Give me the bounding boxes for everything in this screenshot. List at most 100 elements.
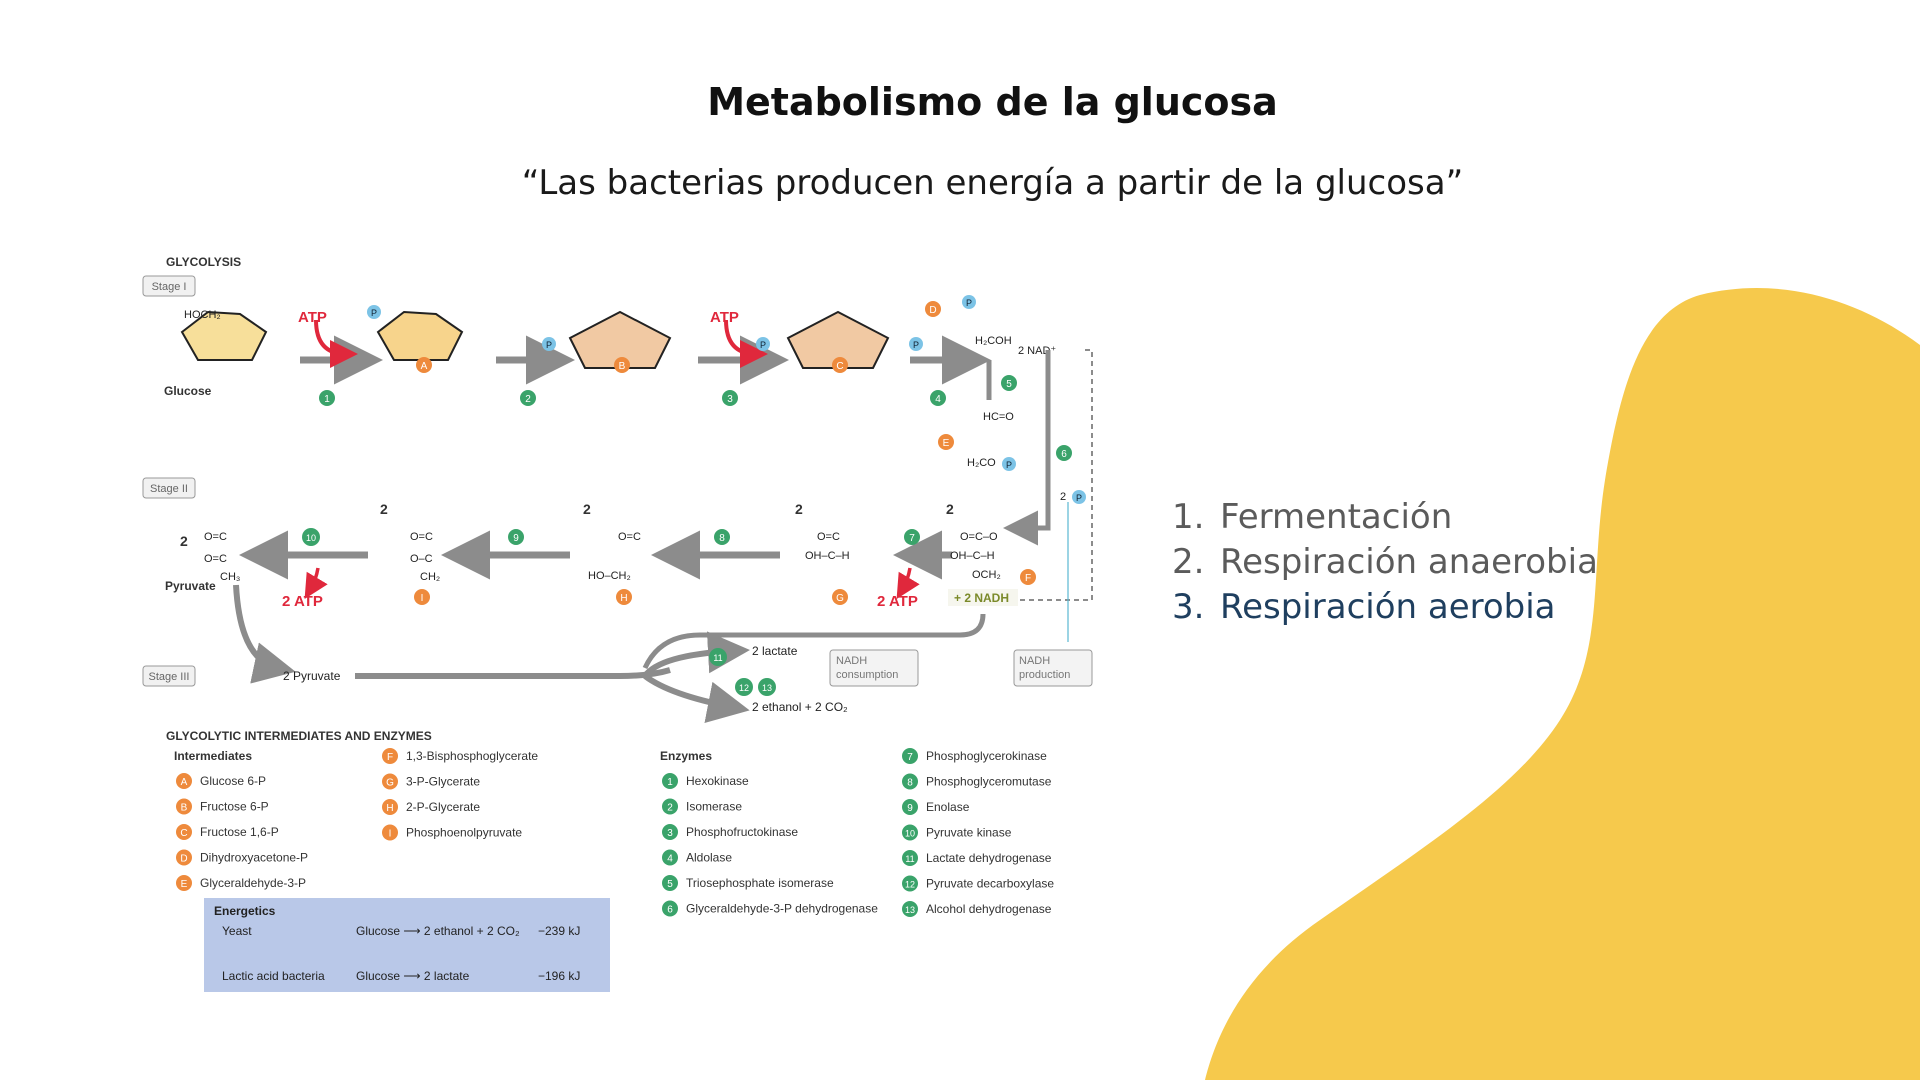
step-badge-13: 13 [758, 678, 776, 696]
arrow-to-ethanol [643, 673, 750, 724]
energetics-reaction-1: Glucose ⟶ 2 ethanol + 2 CO₂ [356, 924, 520, 938]
svg-text:Alcohol dehydrogenase: Alcohol dehydrogenase [926, 902, 1052, 916]
svg-text:Glyceraldehyde-3-P dehydrogena: Glyceraldehyde-3-P dehydrogenase [686, 902, 878, 916]
intermediates-title: Intermediates [174, 749, 252, 763]
svg-text:O=C: O=C [204, 553, 227, 565]
intermediate-badge-a: A [416, 357, 432, 373]
svg-text:H: H [386, 803, 393, 814]
svg-text:C: C [180, 828, 187, 839]
svg-text:Triosephosphate isomerase: Triosephosphate isomerase [686, 876, 834, 890]
svg-text:Pyruvate kinase: Pyruvate kinase [926, 826, 1012, 840]
svg-text:G: G [386, 778, 394, 789]
svg-text:Aldolase: Aldolase [686, 851, 732, 865]
svg-text:8: 8 [907, 778, 913, 789]
intermediate-badge-e: E [938, 434, 954, 450]
energetics-title: Energetics [214, 904, 276, 918]
svg-text:H: H [620, 593, 627, 604]
phosphate-badges: P P P P P P P [367, 295, 1086, 504]
enzyme-10: 10 Pyruvate kinase [902, 824, 1012, 841]
svg-text:10: 10 [905, 829, 915, 839]
list-item-respiracion-aerobia: 3.Respiración aerobia [1172, 587, 1556, 627]
svg-text:8: 8 [719, 533, 725, 544]
svg-text:2: 2 [380, 501, 388, 517]
energetics-organism-2: Lactic acid bacteria [222, 969, 325, 983]
svg-text:P: P [546, 340, 552, 350]
intermediate-badge-g: G [832, 589, 848, 605]
svg-text:B: B [181, 803, 188, 814]
atp-label-1: ATP [298, 309, 327, 326]
svg-text:P: P [760, 340, 766, 350]
svg-text:F: F [1025, 573, 1031, 584]
svg-text:Dihydroxyacetone-P: Dihydroxyacetone-P [200, 851, 308, 865]
energetics-reaction-2: Glucose ⟶ 2 lactate [356, 969, 470, 983]
stage-2-label: Stage II [142, 477, 196, 499]
svg-text:1: 1 [667, 777, 673, 788]
step-badge-4: 4 [930, 390, 946, 406]
svg-text:A: A [181, 777, 188, 788]
svg-text:H₂CO: H₂CO [967, 457, 996, 469]
svg-text:13: 13 [762, 683, 772, 693]
intermediate-badge-b: B [614, 357, 630, 373]
step-badge-5: 5 [1001, 375, 1017, 391]
svg-text:6: 6 [1061, 449, 1067, 460]
svg-text:Phosphofructokinase: Phosphofructokinase [686, 825, 798, 839]
glucose-ring: HOCH₂ Glucose [164, 309, 268, 398]
energetics-box: Energetics Yeast Glucose ⟶ 2 ethanol + 2… [204, 898, 610, 992]
enzymes-title: Enzymes [660, 749, 712, 763]
svg-text:OH–C–H: OH–C–H [805, 550, 850, 562]
svg-text:H₂COH: H₂COH [975, 335, 1012, 347]
slide-subtitle: “Las bacterias producen energía a partir… [521, 163, 1464, 203]
intermediate-badge-c: C [832, 357, 848, 373]
energetics-energy-2: −196 kJ [538, 969, 580, 983]
step-badge-11: 11 [709, 648, 727, 666]
svg-text:12: 12 [905, 880, 915, 890]
enzyme-6: 6 Glyceraldehyde-3-P dehydrogenase [662, 900, 878, 917]
svg-text:7: 7 [909, 533, 915, 544]
svg-text:OCH₂: OCH₂ [972, 569, 1001, 581]
svg-text:Phosphoglycerokinase: Phosphoglycerokinase [926, 749, 1047, 763]
svg-text:O=C: O=C [618, 531, 641, 543]
svg-text:2: 2 [795, 501, 803, 517]
stage-3-label: Stage III [142, 665, 196, 687]
svg-text:I: I [421, 593, 424, 604]
svg-text:Phosphoenolpyruvate: Phosphoenolpyruvate [406, 826, 522, 840]
svg-text:G: G [836, 593, 844, 604]
step-badge-1: 1 [319, 390, 335, 406]
svg-text:Pyruvate decarboxylase: Pyruvate decarboxylase [926, 877, 1054, 891]
svg-text:Phosphoglyceromutase: Phosphoglyceromutase [926, 775, 1052, 789]
svg-text:P: P [913, 340, 919, 350]
svg-text:12: 12 [739, 683, 749, 693]
arrow-step-6 [1003, 350, 1051, 546]
glycolysis-heading: GLYCOLYSIS [166, 255, 241, 269]
svg-text:6: 6 [667, 905, 673, 916]
atp-input-arrow-1 [314, 319, 358, 368]
svg-text:NADH: NADH [1019, 655, 1050, 667]
nad-label: 2 NAD⁺ [1018, 345, 1056, 357]
atp-output-arrow-2 [304, 567, 328, 600]
nadh-label: + 2 NADH [954, 591, 1009, 605]
svg-text:HC=O: HC=O [983, 411, 1014, 423]
svg-text:3: 3 [667, 828, 673, 839]
svg-text:CH₂: CH₂ [420, 571, 440, 583]
atp-output-arrow-1 [896, 567, 920, 600]
intermediate-badge-h: H [616, 589, 632, 605]
enzyme-7: 7 Phosphoglycerokinase [902, 748, 1047, 764]
svg-text:P: P [1076, 493, 1082, 503]
stage-2-structures: 2 2 2 2 2 O=C O=C CH₃ O=C O–C CH₂ O=C HO… [180, 501, 1001, 583]
svg-text:Glucose 6-P: Glucose 6-P [200, 774, 266, 788]
svg-text:5: 5 [667, 879, 673, 890]
svg-text:Stage II: Stage II [150, 483, 188, 495]
step-badge-7: 7 [904, 529, 920, 545]
svg-text:3-P-Glycerate: 3-P-Glycerate [406, 775, 480, 789]
stage-1-label: Stage I [142, 275, 196, 297]
svg-text:9: 9 [907, 803, 913, 814]
svg-text:B: B [619, 361, 626, 372]
svg-text:7: 7 [907, 752, 913, 763]
